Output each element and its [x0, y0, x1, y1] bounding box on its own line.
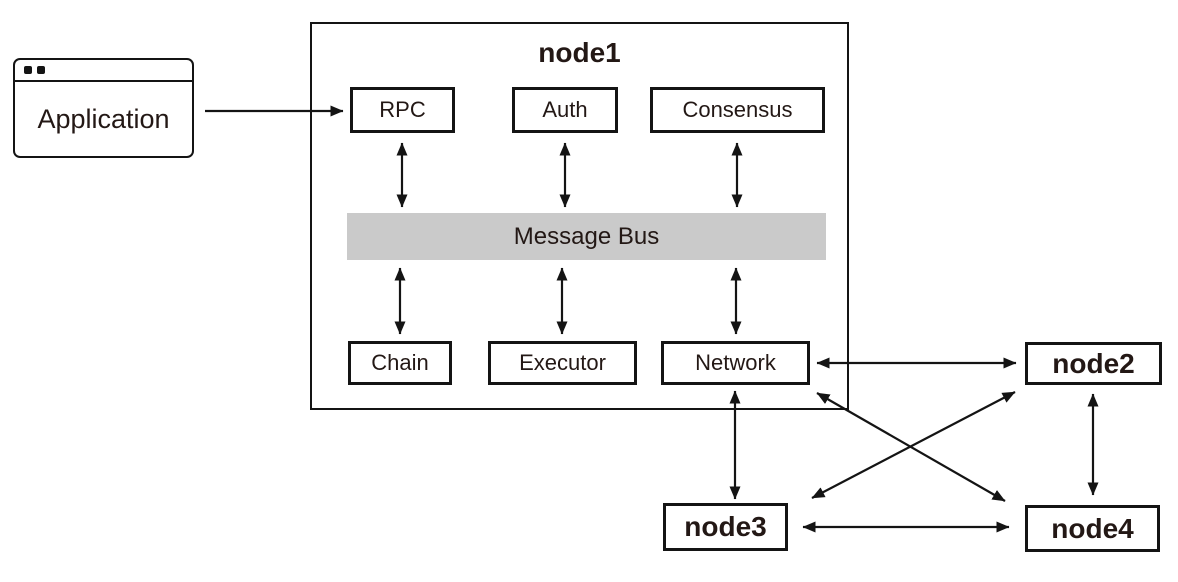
component-auth: Auth: [512, 87, 618, 133]
application-label: Application: [37, 103, 170, 134]
window-dot-icon: [37, 66, 45, 74]
component-rpc: RPC: [350, 87, 455, 133]
node1-container: [310, 22, 849, 410]
component-network: Network: [661, 341, 810, 385]
component-chain: Chain: [348, 341, 452, 385]
peer-node3: node3: [663, 503, 788, 551]
application-window-titlebar: [15, 60, 192, 82]
peer-node4: node4: [1025, 505, 1160, 552]
node1-title: node1: [538, 37, 621, 68]
peer-node2: node2: [1025, 342, 1162, 385]
window-dot-icon: [24, 66, 32, 74]
message-bus: Message Bus: [347, 213, 826, 260]
component-executor: Executor: [488, 341, 637, 385]
application-window: Application: [13, 58, 194, 158]
component-consensus: Consensus: [650, 87, 825, 133]
